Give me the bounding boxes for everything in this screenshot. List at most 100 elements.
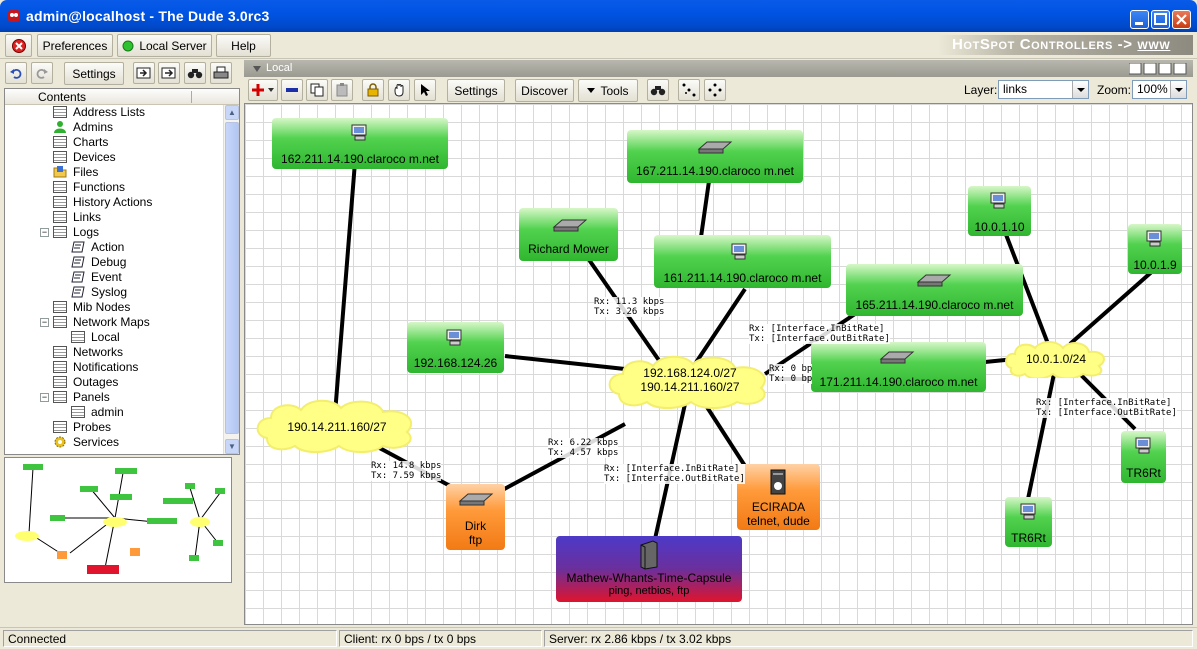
scroll-up-arrow[interactable]: ▲ <box>225 105 239 120</box>
tree-item[interactable]: Notifications <box>5 360 239 375</box>
layout-button[interactable] <box>678 79 700 101</box>
collapse-toggle-icon[interactable]: − <box>40 227 49 237</box>
minimize-button[interactable] <box>1130 10 1149 29</box>
connection-status: Connected <box>3 630 337 647</box>
map-find-button[interactable] <box>647 79 669 101</box>
pointer-tool-button[interactable] <box>414 79 436 101</box>
device-node[interactable]: Richard Mower <box>519 208 618 261</box>
tree-item[interactable]: −Logs <box>5 225 239 240</box>
discover-button[interactable]: Discover <box>515 79 574 102</box>
tree-item[interactable]: Debug <box>5 255 239 270</box>
tree-item[interactable]: Links <box>5 210 239 225</box>
tree-item[interactable]: Charts <box>5 135 239 150</box>
device-node[interactable]: 162.211.14.190.claroco m.net <box>272 118 448 169</box>
table-icon <box>53 211 67 223</box>
redo-button[interactable] <box>31 62 53 84</box>
local-server-button[interactable]: Local Server <box>117 34 212 57</box>
contents-header[interactable]: Contents <box>5 89 239 105</box>
add-button[interactable] <box>248 79 278 101</box>
device-node[interactable]: Dirk ftp <box>446 484 505 550</box>
close-button[interactable] <box>1172 10 1191 29</box>
tree-item[interactable]: Admins <box>5 120 239 135</box>
tree-item[interactable]: Event <box>5 270 239 285</box>
tree-item-label: Address Lists <box>73 105 146 119</box>
device-node[interactable]: 171.211.14.190.claroco m.net <box>811 342 986 392</box>
tools-dropdown[interactable]: Tools <box>578 79 638 102</box>
device-node[interactable]: ECIRADA telnet, dude <box>737 464 820 530</box>
device-node[interactable]: 192.168.124.26 <box>407 322 504 373</box>
router-icon <box>916 274 952 287</box>
preferences-button[interactable]: Preferences <box>37 34 113 57</box>
hand-tool-button[interactable] <box>388 79 410 101</box>
tree-item[interactable]: Devices <box>5 150 239 165</box>
device-node[interactable]: TR6Rt <box>1121 431 1166 483</box>
tree-item[interactable]: Syslog <box>5 285 239 300</box>
disconnect-button[interactable] <box>5 34 32 57</box>
find-button[interactable] <box>184 62 206 84</box>
layout-icons[interactable] <box>1129 63 1187 75</box>
export-button[interactable] <box>158 62 180 84</box>
collapse-toggle-icon[interactable]: − <box>40 317 49 327</box>
zoom-dropdown-arrow[interactable] <box>1170 81 1186 98</box>
server-icon <box>770 469 786 495</box>
banner-link[interactable]: www <box>1137 36 1171 53</box>
maximize-button[interactable] <box>1151 10 1170 29</box>
tree-item[interactable]: History Actions <box>5 195 239 210</box>
tree-item[interactable]: −Network Maps <box>5 315 239 330</box>
zoom-select[interactable]: 100% <box>1132 80 1187 99</box>
collapse-toggle-icon[interactable]: − <box>40 392 49 402</box>
device-node[interactable]: 161.211.14.190.claroco m.net <box>654 235 831 288</box>
device-node[interactable]: 10.0.1.9 <box>1128 224 1182 274</box>
device-node[interactable]: 165.211.14.190.claroco m.net <box>846 264 1023 316</box>
tree-item-label: Files <box>73 165 99 179</box>
device-node[interactable]: 10.0.1.10 <box>968 186 1031 236</box>
device-label: 167.211.14.190.claroco m.net <box>636 164 794 178</box>
tree-item[interactable]: Action <box>5 240 239 255</box>
device-node[interactable]: TR6Rt <box>1005 497 1052 547</box>
network-map-canvas[interactable]: 190.14.211.160/27 192.168.124.0/27 190.1… <box>244 103 1193 625</box>
tree-item[interactable]: Networks <box>5 345 239 360</box>
tree-item-label: Syslog <box>91 285 128 299</box>
print-button[interactable] <box>210 62 232 84</box>
device-label: 165.211.14.190.claroco m.net <box>855 298 1014 312</box>
table-icon <box>53 376 67 388</box>
map-settings-button[interactable]: Settings <box>447 79 505 102</box>
tree-item[interactable]: −Panels <box>5 390 239 405</box>
scroll-thumb[interactable] <box>225 122 239 434</box>
tree-item[interactable]: admin <box>5 405 239 420</box>
layer-select[interactable]: links <box>998 80 1089 99</box>
device-node[interactable]: 167.211.14.190.claroco m.net <box>627 130 803 183</box>
tree-item[interactable]: Address Lists <box>5 105 239 120</box>
map-window-title: Local <box>266 62 293 74</box>
hotspot-banner[interactable]: HotSpot Controllers -> www <box>938 35 1193 55</box>
map-overview[interactable] <box>4 457 232 583</box>
layer-dropdown-arrow[interactable] <box>1072 81 1088 98</box>
tree-item[interactable]: Local <box>5 330 239 345</box>
settings-button[interactable]: Settings <box>64 62 124 85</box>
arrange-button[interactable] <box>704 79 726 101</box>
tree-item[interactable]: Mib Nodes <box>5 300 239 315</box>
tree-item[interactable]: Functions <box>5 180 239 195</box>
tree-item[interactable]: Files <box>5 165 239 180</box>
collapse-icon[interactable] <box>252 64 262 74</box>
undo-button[interactable] <box>5 62 27 84</box>
copy-button[interactable] <box>306 79 328 101</box>
lock-button[interactable] <box>362 79 384 101</box>
network-cloud[interactable]: 192.168.124.0/27 190.14.211.160/27 <box>605 354 775 410</box>
remove-button[interactable] <box>281 79 303 101</box>
tree-item[interactable]: Probes <box>5 420 239 435</box>
import-button[interactable] <box>133 62 155 84</box>
scroll-down-arrow[interactable]: ▼ <box>225 439 239 454</box>
device-node[interactable]: Mathew-Whants-Time-Capsule ping, netbios… <box>556 536 742 602</box>
network-cloud[interactable]: 10.0.1.0/24 <box>1003 340 1109 378</box>
help-button[interactable]: Help <box>216 34 271 57</box>
tree-scrollbar[interactable]: ▲ ▼ <box>223 105 239 454</box>
device-services: telnet, dude <box>747 514 810 528</box>
network-cloud[interactable]: 190.14.211.160/27 <box>253 396 421 454</box>
paste-button[interactable] <box>331 79 353 101</box>
tree-item[interactable]: Outages <box>5 375 239 390</box>
tree-item-label: Outages <box>73 375 119 389</box>
tree-item[interactable]: Services <box>5 435 239 450</box>
link-tx: Tx: [Interface.OutBitRate] <box>604 474 745 484</box>
